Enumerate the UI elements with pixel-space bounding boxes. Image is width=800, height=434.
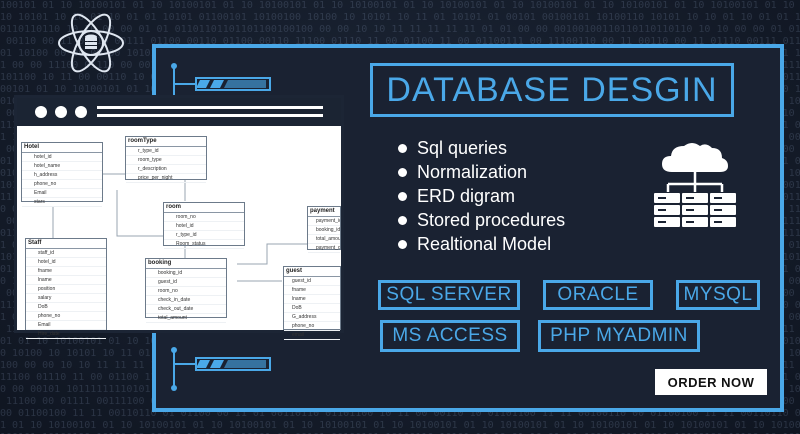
feature-item: Normalization <box>398 160 565 184</box>
feature-item: Sql queries <box>398 136 565 160</box>
titlebar-line <box>97 106 323 109</box>
table-field: room_no <box>164 213 244 222</box>
table-field: DoB <box>284 304 340 313</box>
atom-database-icon <box>58 13 124 73</box>
table-field: r_type_id <box>126 147 206 156</box>
bullet-icon <box>398 143 407 153</box>
table-field: position <box>26 285 106 294</box>
tag-sql-server: SQL SERVER <box>378 280 520 310</box>
window-titlebar <box>17 98 341 126</box>
feature-item: Realtional Model <box>398 232 565 256</box>
erd-window: Hotel hotel_id hotel_name h_address phon… <box>14 95 344 340</box>
table-name: roomType <box>128 138 157 144</box>
table-field: h_address <box>22 171 102 180</box>
erd-diagram: Hotel hotel_id hotel_name h_address phon… <box>17 126 341 340</box>
table-field: total_amount <box>308 235 340 244</box>
tag-mysql: MYSQL <box>676 280 760 310</box>
table-field: phone_no <box>284 322 340 331</box>
table-field: price_per_night <box>126 174 206 183</box>
cloud-network-server-icon <box>654 143 736 227</box>
table-field: guest_id <box>284 277 340 286</box>
table-field: phone_no <box>22 180 102 189</box>
table-field: r_type_id <box>164 231 244 240</box>
table-roomtype: roomType r_type_id room_type r_descripti… <box>125 136 207 183</box>
table-field: guest_id <box>146 278 226 287</box>
table-room: room room_no hotel_id r_type_id Room_sta… <box>163 202 245 249</box>
table-field: DoB <box>26 303 106 312</box>
order-now-button[interactable]: ORDER NOW <box>655 369 767 395</box>
table-field: Room_status <box>164 240 244 249</box>
table-field: payment_date <box>308 244 340 253</box>
tag-ms-access: MS ACCESS <box>380 320 520 352</box>
table-field: hotel_name <box>22 162 102 171</box>
table-guest: guest guest_id fname lname DoB G_address… <box>283 266 341 340</box>
table-name: Staff <box>28 240 42 246</box>
table-field: total_amount <box>146 314 226 323</box>
table-field: salary <box>26 294 106 303</box>
table-booking: booking booking_id guest_id room_no chec… <box>145 258 227 323</box>
table-field: fname <box>26 267 106 276</box>
table-field: phone_no <box>26 312 106 321</box>
title-box: DATABASE DESGIN <box>370 63 734 117</box>
table-field: r_description <box>126 165 206 174</box>
feature-item: ERD digram <box>398 184 565 208</box>
table-field: stars <box>22 198 102 207</box>
table-field: Email <box>22 189 102 198</box>
table-name: Hotel <box>24 144 39 150</box>
table-field: hotel_id <box>26 258 106 267</box>
table-field: room_no <box>146 287 226 296</box>
table-name: booking <box>148 260 172 266</box>
table-name: guest <box>286 268 303 274</box>
tag-oracle: ORACLE <box>543 280 653 310</box>
window-dot-icon <box>55 106 67 118</box>
window-dot-icon <box>75 106 87 118</box>
table-field: hotel_id <box>164 222 244 231</box>
circuit-decoration-bottom <box>171 347 271 391</box>
table-field: lname <box>284 295 340 304</box>
table-field: room_type <box>126 156 206 165</box>
table-name: payment <box>310 208 335 214</box>
feature-item: Stored procedures <box>398 208 565 232</box>
table-field: check_in_date <box>146 296 226 305</box>
page-title: DATABASE DESGIN <box>386 70 718 109</box>
table-field: Email <box>26 321 106 330</box>
window-dot-icon <box>35 106 47 118</box>
table-field: fname <box>284 286 340 295</box>
table-staff: Staff staff_id hotel_id fname lname posi… <box>25 238 107 339</box>
titlebar-line <box>97 114 323 117</box>
table-field: Hire_date <box>26 330 106 339</box>
table-name: room <box>166 204 181 210</box>
table-payment: payment payment_id booking_id total_amou… <box>307 206 341 253</box>
bullet-icon <box>398 215 407 225</box>
bullet-icon <box>398 167 407 177</box>
bullet-icon <box>398 191 407 201</box>
bullet-icon <box>398 239 407 249</box>
table-field: email <box>284 331 340 340</box>
table-field: booking_id <box>308 226 340 235</box>
table-field: G_address <box>284 313 340 322</box>
tag-php-myadmin: PHP MYADMIN <box>538 320 700 352</box>
table-field: staff_id <box>26 249 106 258</box>
table-hotel: Hotel hotel_id hotel_name h_address phon… <box>21 142 103 207</box>
feature-list: Sql queries Normalization ERD digram Sto… <box>398 136 565 256</box>
table-field: booking_id <box>146 269 226 278</box>
table-field: check_out_date <box>146 305 226 314</box>
table-field: payment_id <box>308 217 340 226</box>
table-field: hotel_id <box>22 153 102 162</box>
table-field: lname <box>26 276 106 285</box>
